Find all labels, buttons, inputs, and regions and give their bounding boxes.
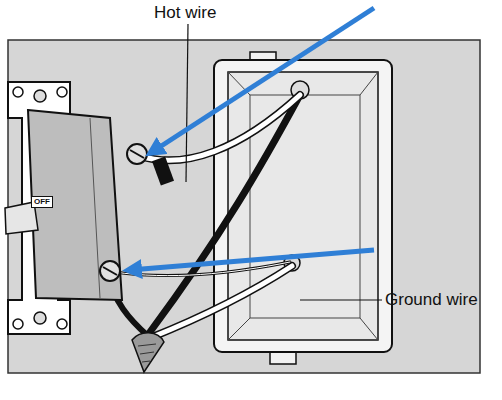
leader-line	[300, 299, 382, 300]
pointer-arrow	[130, 250, 374, 270]
wires	[110, 95, 300, 338]
terminal-screw	[100, 261, 120, 281]
electrical-box	[214, 52, 392, 364]
pointer-arrow	[152, 8, 374, 152]
black-tape	[152, 156, 174, 185]
wire-nut	[132, 333, 164, 372]
callout-label: Ground wire	[385, 290, 478, 310]
callout-label: Hot wire	[154, 3, 216, 23]
terminal-screw	[127, 144, 147, 164]
leader-line	[186, 24, 188, 182]
switch-marking: OFF	[31, 196, 53, 208]
switch-body	[5, 110, 147, 300]
